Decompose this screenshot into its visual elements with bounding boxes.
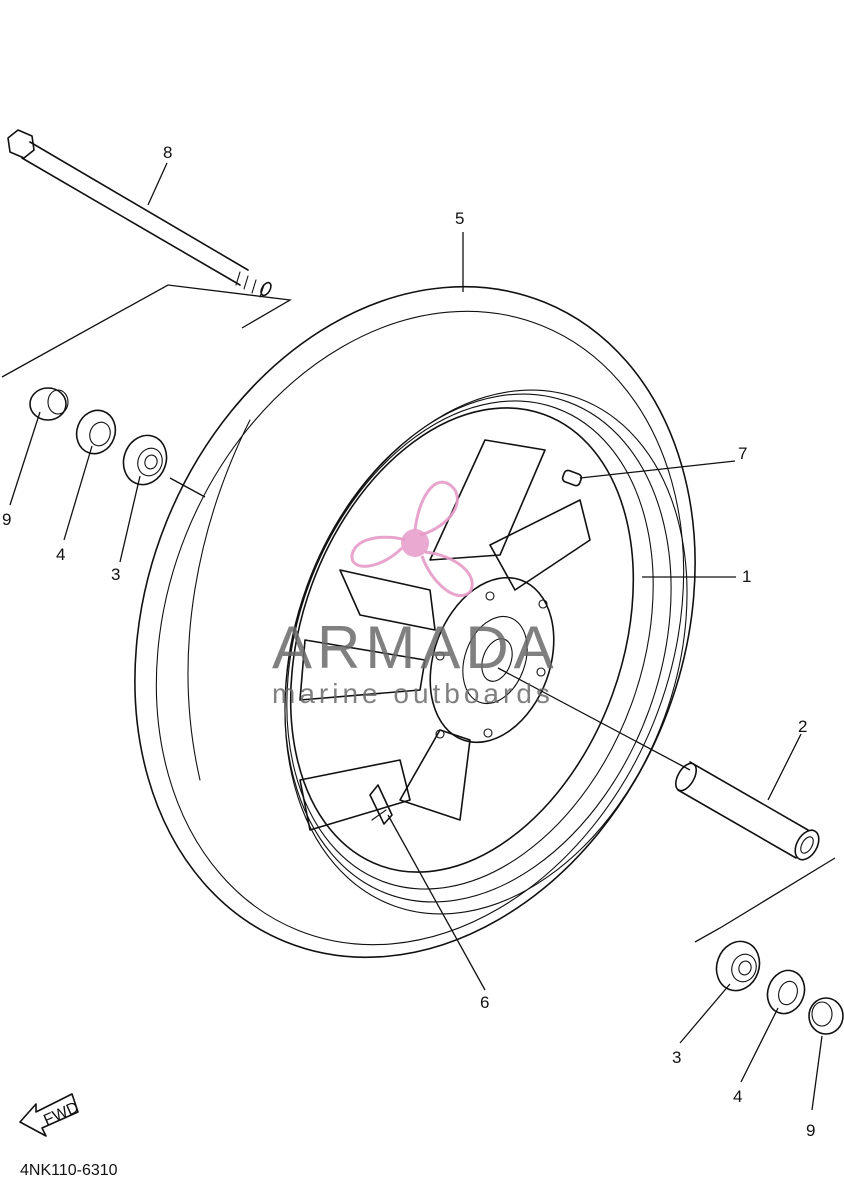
collar	[674, 761, 820, 861]
diagram-code: 4NK110-6310	[20, 1162, 118, 1178]
left-bearing-3	[122, 434, 168, 486]
callout-2: 2	[798, 717, 807, 736]
right-spacer-9	[808, 997, 844, 1035]
callout-6: 6	[480, 993, 489, 1012]
watermark-tagline: marine outboards	[272, 678, 554, 709]
balance-weight	[561, 469, 583, 487]
left-spacer-9	[29, 387, 69, 421]
left-oil-seal-4	[75, 409, 117, 455]
callout-9-left: 9	[2, 510, 11, 529]
callout-1: 1	[742, 567, 751, 586]
propeller-logo-icon	[350, 480, 474, 597]
callout-4-left: 4	[56, 545, 65, 564]
callout-5: 5	[455, 209, 464, 228]
rim	[284, 389, 688, 915]
axle	[7, 129, 272, 298]
assembly-guides	[1, 284, 836, 943]
wheel-hub	[429, 576, 555, 744]
callout-8: 8	[163, 143, 172, 162]
right-bearing-3	[715, 940, 761, 992]
armada-watermark: ARMADA marine outboards	[272, 480, 559, 709]
tire	[134, 285, 696, 959]
leader-lines	[9, 162, 823, 1111]
callout-3-left: 3	[111, 565, 120, 584]
watermark-brand: ARMADA	[272, 614, 559, 681]
callout-3-right: 3	[672, 1048, 681, 1067]
callout-labels: 8 5 7 1 2 6 9 4 3 3 4 9	[2, 143, 815, 1140]
wheel-spokes	[299, 439, 591, 831]
fwd-arrow-icon: FWD	[19, 1093, 81, 1137]
right-oil-seal-4	[766, 969, 806, 1015]
callout-4-right: 4	[733, 1087, 742, 1106]
fwd-label: FWD	[41, 1099, 81, 1129]
callout-7: 7	[738, 444, 747, 463]
valve-stem	[369, 784, 393, 825]
callout-9-right: 9	[806, 1121, 815, 1140]
